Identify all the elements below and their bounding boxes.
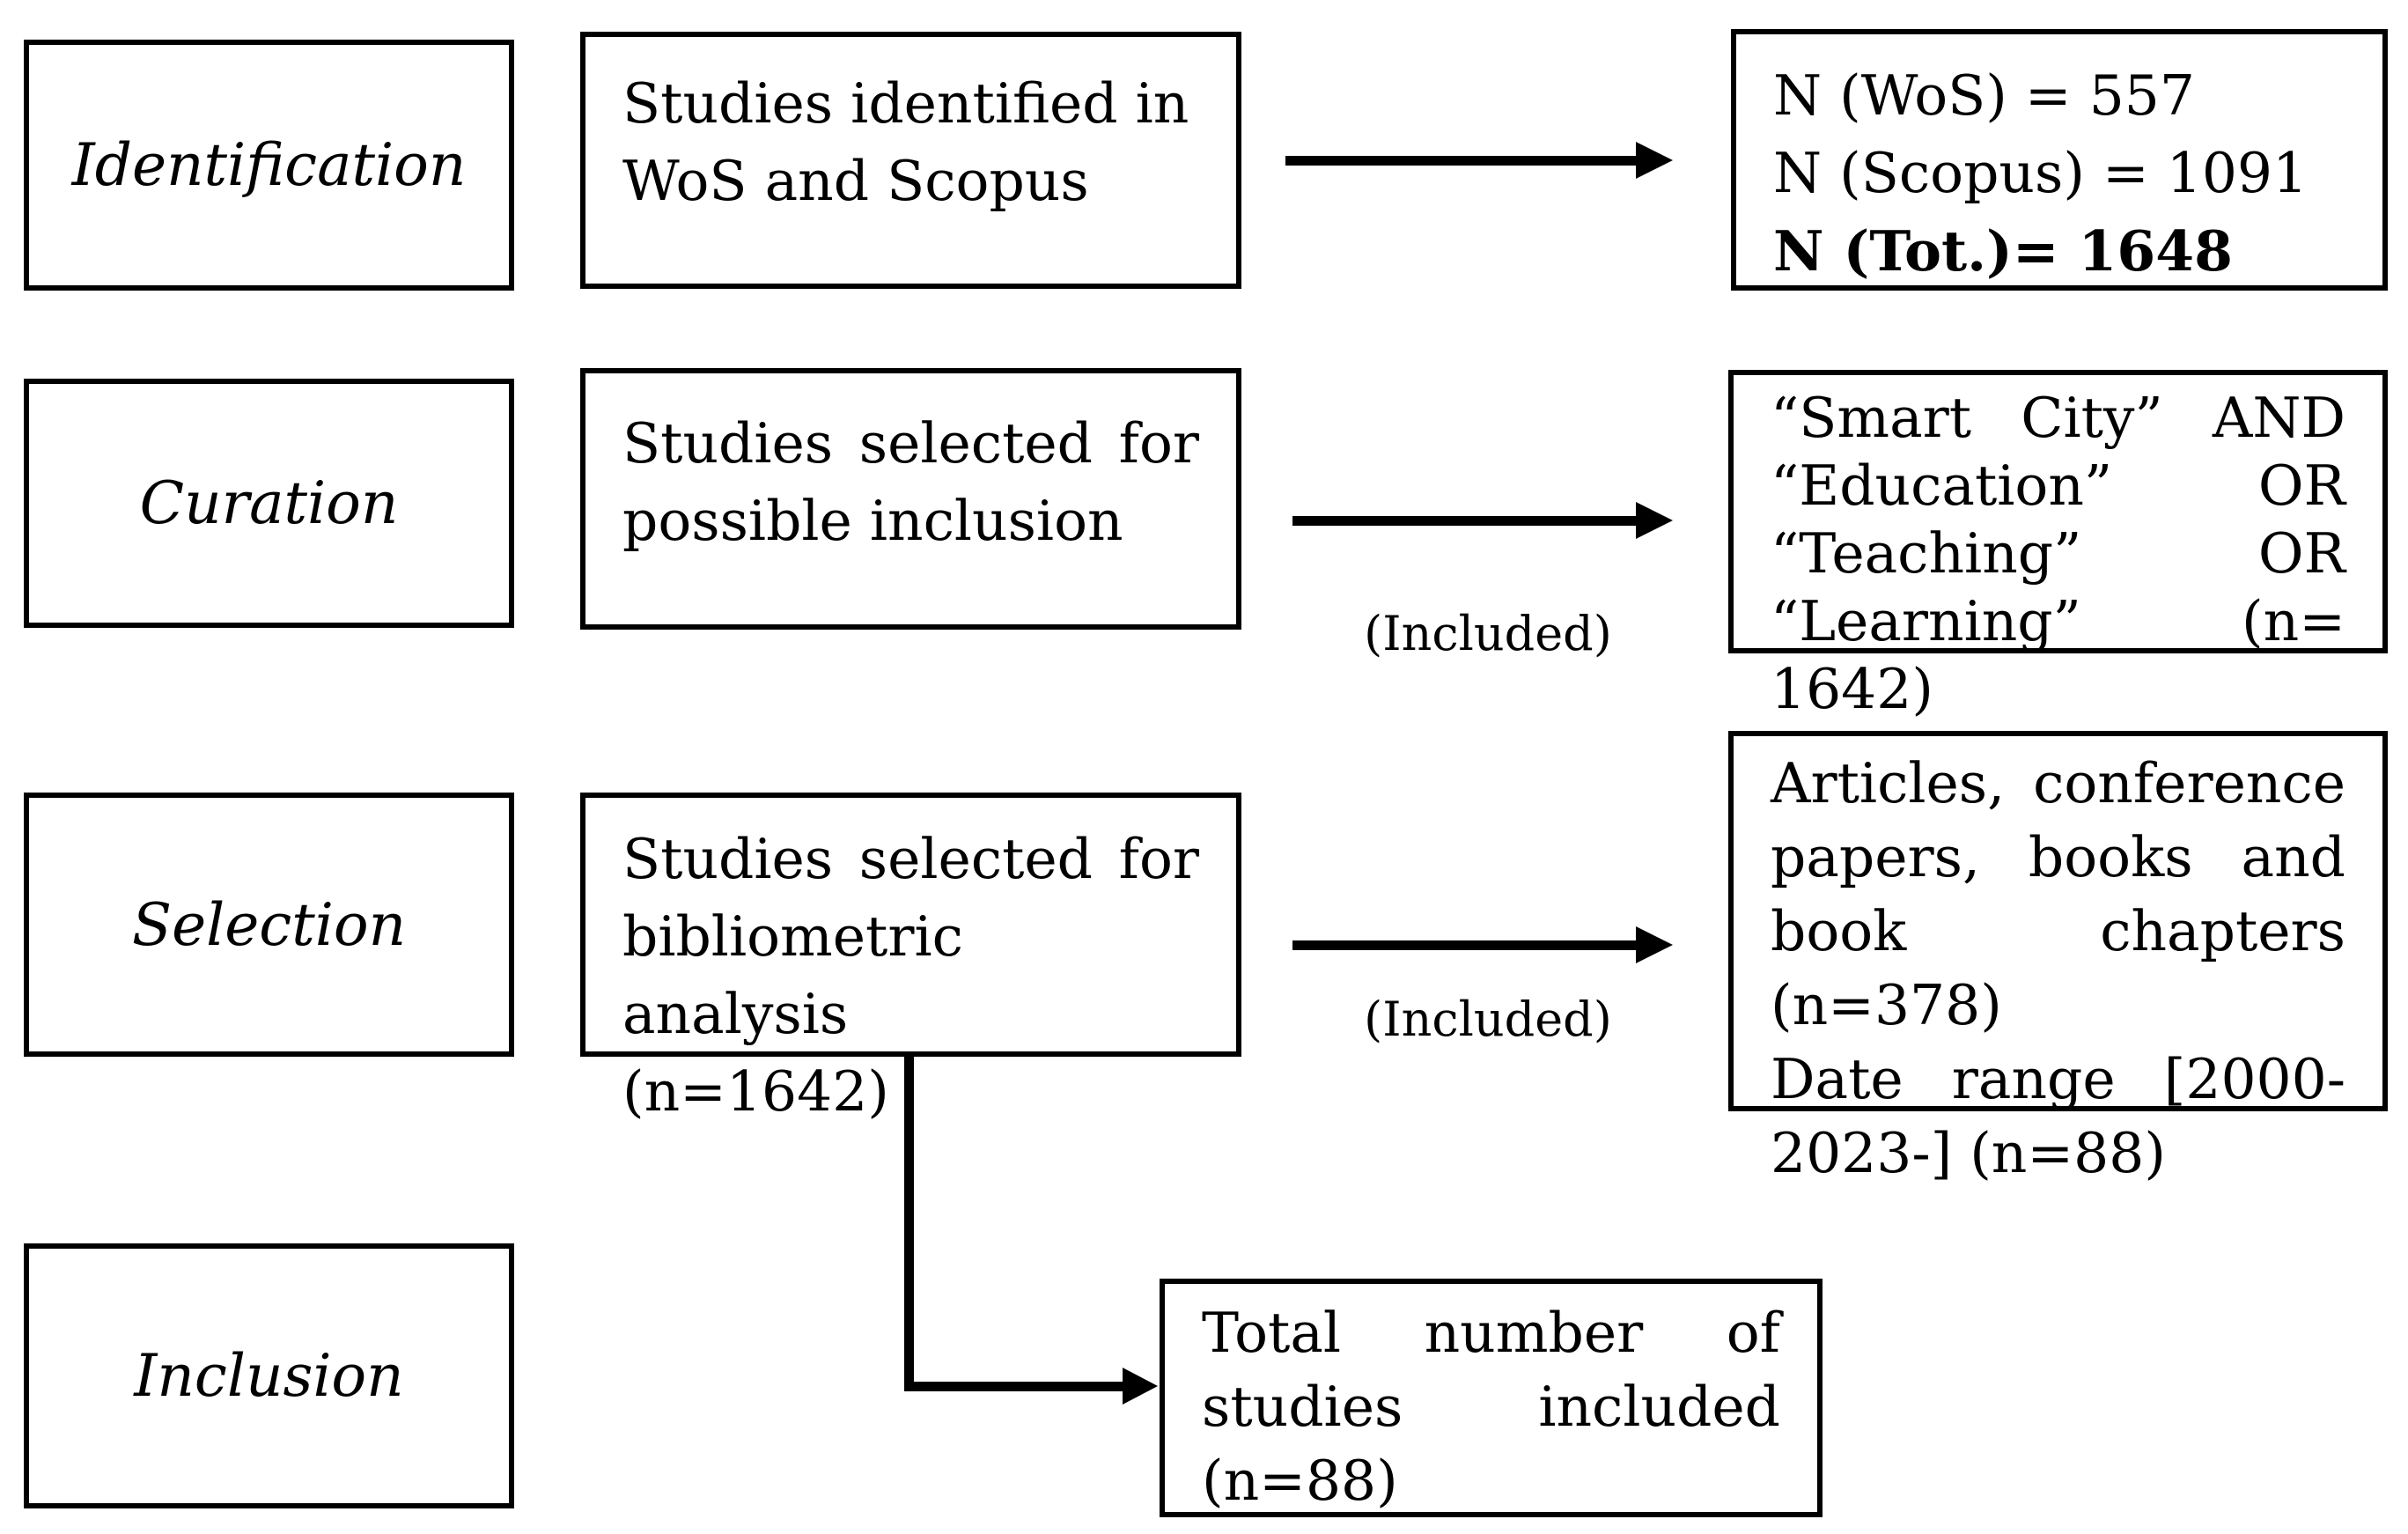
arrow-row3-line bbox=[1292, 940, 1638, 950]
stage-box-selection: Selection bbox=[24, 793, 514, 1057]
elbow-connector-vertical bbox=[904, 1057, 914, 1391]
arrow-row2-head-icon bbox=[1636, 502, 1673, 539]
bibliometric-line-1: Studies selected for bbox=[622, 827, 1199, 891]
stage-label-curation: Curation bbox=[139, 469, 399, 537]
doctypes-line-5: 2023-] (n=88) bbox=[1771, 1121, 2166, 1185]
doctypes-line-4: Date range [2000- bbox=[1771, 1047, 2345, 1111]
doctypes-line-2: papers, books and bbox=[1771, 825, 2345, 889]
stage-label-inclusion: Inclusion bbox=[134, 1342, 404, 1410]
query-line-1: “Smart City” AND bbox=[1771, 386, 2345, 450]
box-search-query: “Smart City” AND “Education” OR “Teachin… bbox=[1728, 370, 2388, 721]
counts-line-3: N (Tot.)= 1648 bbox=[1773, 218, 2233, 284]
elbow-arrow-head-icon bbox=[1123, 1368, 1158, 1405]
box-counts: N (WoS) = 557 N (Scopus) = 1091 N (Tot.)… bbox=[1731, 29, 2388, 291]
elbow-connector-horizontal bbox=[904, 1382, 1124, 1391]
total-line-1: Total number of bbox=[1202, 1301, 1780, 1365]
total-line-2: studies included bbox=[1202, 1375, 1780, 1439]
query-line-4: “Learning” (n= 1642) bbox=[1771, 589, 2345, 721]
stage-box-curation: Curation bbox=[24, 379, 514, 628]
doctypes-line-3: book chapters (n=378) bbox=[1771, 899, 2345, 1037]
possible-inclusion-line-1: Studies selected for bbox=[622, 411, 1199, 476]
arrow-row1-head-icon bbox=[1636, 142, 1673, 179]
stage-label-selection: Selection bbox=[131, 890, 407, 959]
counts-line-2: N (Scopus) = 1091 bbox=[1773, 141, 2309, 205]
stage-box-identification: Identification bbox=[24, 40, 514, 291]
stage-label-identification: Identification bbox=[71, 131, 467, 199]
box-studies-identified: Studies identified in WoS and Scopus bbox=[580, 32, 1241, 289]
included-label-row2: (Included) bbox=[1364, 606, 1612, 661]
arrow-row2-line bbox=[1292, 516, 1638, 526]
box-document-types: Articles, conference papers, books and b… bbox=[1728, 731, 2388, 1185]
arrow-row1-line bbox=[1285, 156, 1638, 166]
included-label-row3: (Included) bbox=[1364, 992, 1612, 1047]
box-possible-inclusion: Studies selected for possible inclusion bbox=[580, 368, 1241, 630]
query-line-2: “Education” OR bbox=[1771, 454, 2345, 518]
stage-box-inclusion: Inclusion bbox=[24, 1243, 514, 1508]
total-line-3: (n=88) bbox=[1202, 1449, 1398, 1513]
query-line-3: “Teaching” OR bbox=[1771, 521, 2345, 586]
box-total-included: Total number of studies included (n=88) bbox=[1160, 1279, 1823, 1517]
identified-line-1: Studies identified in bbox=[622, 71, 1189, 136]
counts-line-1: N (WoS) = 557 bbox=[1773, 63, 2195, 128]
arrow-row3-head-icon bbox=[1636, 926, 1673, 963]
box-bibliometric-analysis: Studies selected for bibliometric analys… bbox=[580, 793, 1241, 1124]
possible-inclusion-line-2: possible inclusion bbox=[622, 489, 1123, 553]
bibliometric-line-2: bibliometric analysis bbox=[622, 904, 963, 1046]
identified-line-2: WoS and Scopus bbox=[622, 149, 1089, 213]
bibliometric-line-3: (n=1642) bbox=[622, 1059, 889, 1124]
doctypes-line-1: Articles, conference bbox=[1771, 751, 2345, 815]
